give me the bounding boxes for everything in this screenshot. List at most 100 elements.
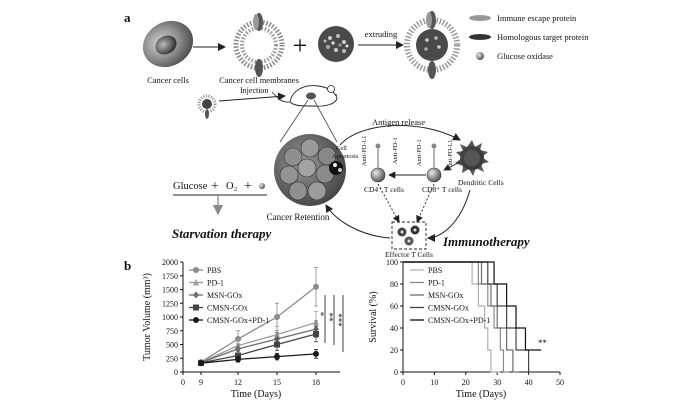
chart1-legend-marker <box>193 304 199 311</box>
antigen-release-label: Antigen release <box>372 117 425 127</box>
chart1-data-point <box>198 360 204 367</box>
chart1-y-tick-label: 1000 <box>162 313 178 322</box>
chart1-y-tick-label: 750 <box>166 327 178 336</box>
chart2-x-tick-label: 20 <box>462 378 470 387</box>
chart1-x-tick-label: 9 <box>199 378 203 387</box>
chart2-y-label: Survival (%) <box>368 291 379 342</box>
arrow-antigen-release <box>339 125 461 146</box>
effector-t-cells-box <box>391 221 427 250</box>
arrow-effector-to-tumor <box>325 204 391 239</box>
cd4-label: CD4⁺ T cells <box>364 185 404 194</box>
starvation-therapy-label: Starvation therapy <box>172 226 272 241</box>
nanoparticle-icon <box>318 26 354 62</box>
chart1-data-point <box>313 350 319 357</box>
chart2-survival-curve <box>403 261 501 373</box>
homologous-target-protein-icon <box>469 34 491 40</box>
chart1-series-line <box>200 328 317 364</box>
chart1-x-tick-label: 0 <box>181 378 185 387</box>
arrow-injection <box>218 92 286 102</box>
chart2-legend-label: CMSN-GOx+PD-1 <box>428 316 490 325</box>
cd8-label: CD8⁺ T cells <box>422 185 462 194</box>
chart2-y-tick-label: 0 <box>394 368 398 377</box>
tumor-cluster-icon <box>274 134 346 206</box>
glucose-oxidase-icon <box>476 52 484 60</box>
chart2-x-tick-label: 30 <box>493 378 501 387</box>
chart2-x-tick-label: 10 <box>430 378 438 387</box>
chart1-data-point <box>235 345 241 353</box>
chart1-legend-label: MSN-GOx <box>207 291 243 300</box>
chart1-x-tick-label: 15 <box>273 378 281 387</box>
glucose-equation: Glucose + O₂ + <box>173 179 267 216</box>
chart1-data-point <box>274 341 280 348</box>
arrow-to-effector <box>427 189 471 242</box>
cell-apoptosis-label-1: Cell <box>336 145 347 152</box>
chart2-y-tick-label: 20 <box>390 346 398 355</box>
chart2-legend-label: MSN-GOx <box>428 291 464 300</box>
chart1-data-point <box>274 353 280 360</box>
panel-a-label: a <box>124 10 131 25</box>
chart2-legend-label: PD-1 <box>428 279 445 288</box>
chart1-legend-marker <box>193 267 199 273</box>
legend-glucose-oxidase: Glucose oxidase <box>497 51 553 61</box>
arrow-dc-to-cd8 <box>443 161 461 171</box>
top-legend: Immune escape protein Homologous target … <box>469 13 589 61</box>
chart2-y-tick-label: 100 <box>386 258 398 267</box>
chart1-series-line <box>200 353 317 364</box>
mouse-icon <box>271 85 338 107</box>
chart1-data-point <box>313 331 319 338</box>
chart1-legend-marker <box>193 279 199 286</box>
chart2-significance-mark: ** <box>538 338 548 348</box>
membrane-vesicle-icon <box>233 13 285 77</box>
coated-nanoparticle-icon <box>404 11 460 79</box>
glucose-text: Glucose <box>173 181 208 192</box>
anti-pdl1-label-cd4: Anti-PD-L1 <box>361 136 368 166</box>
chart1-series-line <box>200 286 317 363</box>
chart2-x-label: Time (Days) <box>456 389 506 400</box>
glucose-oxidase-icon-small <box>259 183 265 189</box>
chart1-data-point <box>313 283 319 290</box>
dendritic-cells-label: Dendritic Cells <box>458 178 504 187</box>
chart2-y-tick-label: 60 <box>390 302 398 311</box>
cell-apoptosis-label-2: Apoptosis <box>332 153 359 160</box>
membranes-label: Cancer cell membranes <box>219 75 299 85</box>
chart2-survival-curve <box>403 261 532 373</box>
dashed-arrow-cd8 <box>416 183 435 223</box>
chart1-legend-label: PBS <box>207 266 221 275</box>
chart1-y-tick-label: 1750 <box>162 272 178 281</box>
panel-b-label: b <box>124 258 131 273</box>
chart2-x-tick-label: 40 <box>525 378 533 387</box>
chart2-survival-curve <box>403 261 542 351</box>
o2-text: O₂ <box>226 181 238 192</box>
chart1-y-tick-label: 250 <box>166 354 178 363</box>
chart1-legend-marker <box>193 291 199 299</box>
dendritic-cell-icon <box>455 140 489 176</box>
chart1-data-point <box>274 314 280 320</box>
plus-sign: + <box>293 31 308 60</box>
immunotherapy-label: Immunotherapy <box>442 234 530 249</box>
legend-immune-escape: Immune escape protein <box>497 13 577 23</box>
chart1-legend-marker <box>193 317 199 323</box>
cancer-retention-label: Cancer Retention <box>267 212 330 222</box>
anti-pd1-label-cd8: Anti-PD-1 <box>416 139 423 166</box>
chart1-significance-mark: * <box>319 311 329 316</box>
chart1-y-tick-label: 2000 <box>162 258 178 267</box>
cancer-cell-icon <box>142 20 194 68</box>
chart1-data-point <box>235 352 241 359</box>
chart1-x-tick-label: 18 <box>312 378 320 387</box>
chart1-y-tick-label: 0 <box>174 368 178 377</box>
chart1-data-point <box>235 356 241 363</box>
chart1-y-tick-label: 500 <box>166 341 178 350</box>
chart1-series-line <box>200 333 317 364</box>
anti-pd1-label-cd4: Anti-PD-1 <box>392 137 399 164</box>
immune-escape-protein-icon <box>469 15 491 21</box>
chart2-survival-curve <box>403 261 520 373</box>
legend-homologous-target: Homologous target protein <box>497 32 589 42</box>
chart2-survival-curve <box>403 261 510 373</box>
chart2-x-tick-label: 50 <box>556 378 564 387</box>
dashed-arrow-cd4 <box>377 183 400 223</box>
chart1-significance-mark: ** <box>328 312 338 322</box>
chart1-x-tick-label: 12 <box>234 378 242 387</box>
chart1-series-line <box>200 321 317 363</box>
